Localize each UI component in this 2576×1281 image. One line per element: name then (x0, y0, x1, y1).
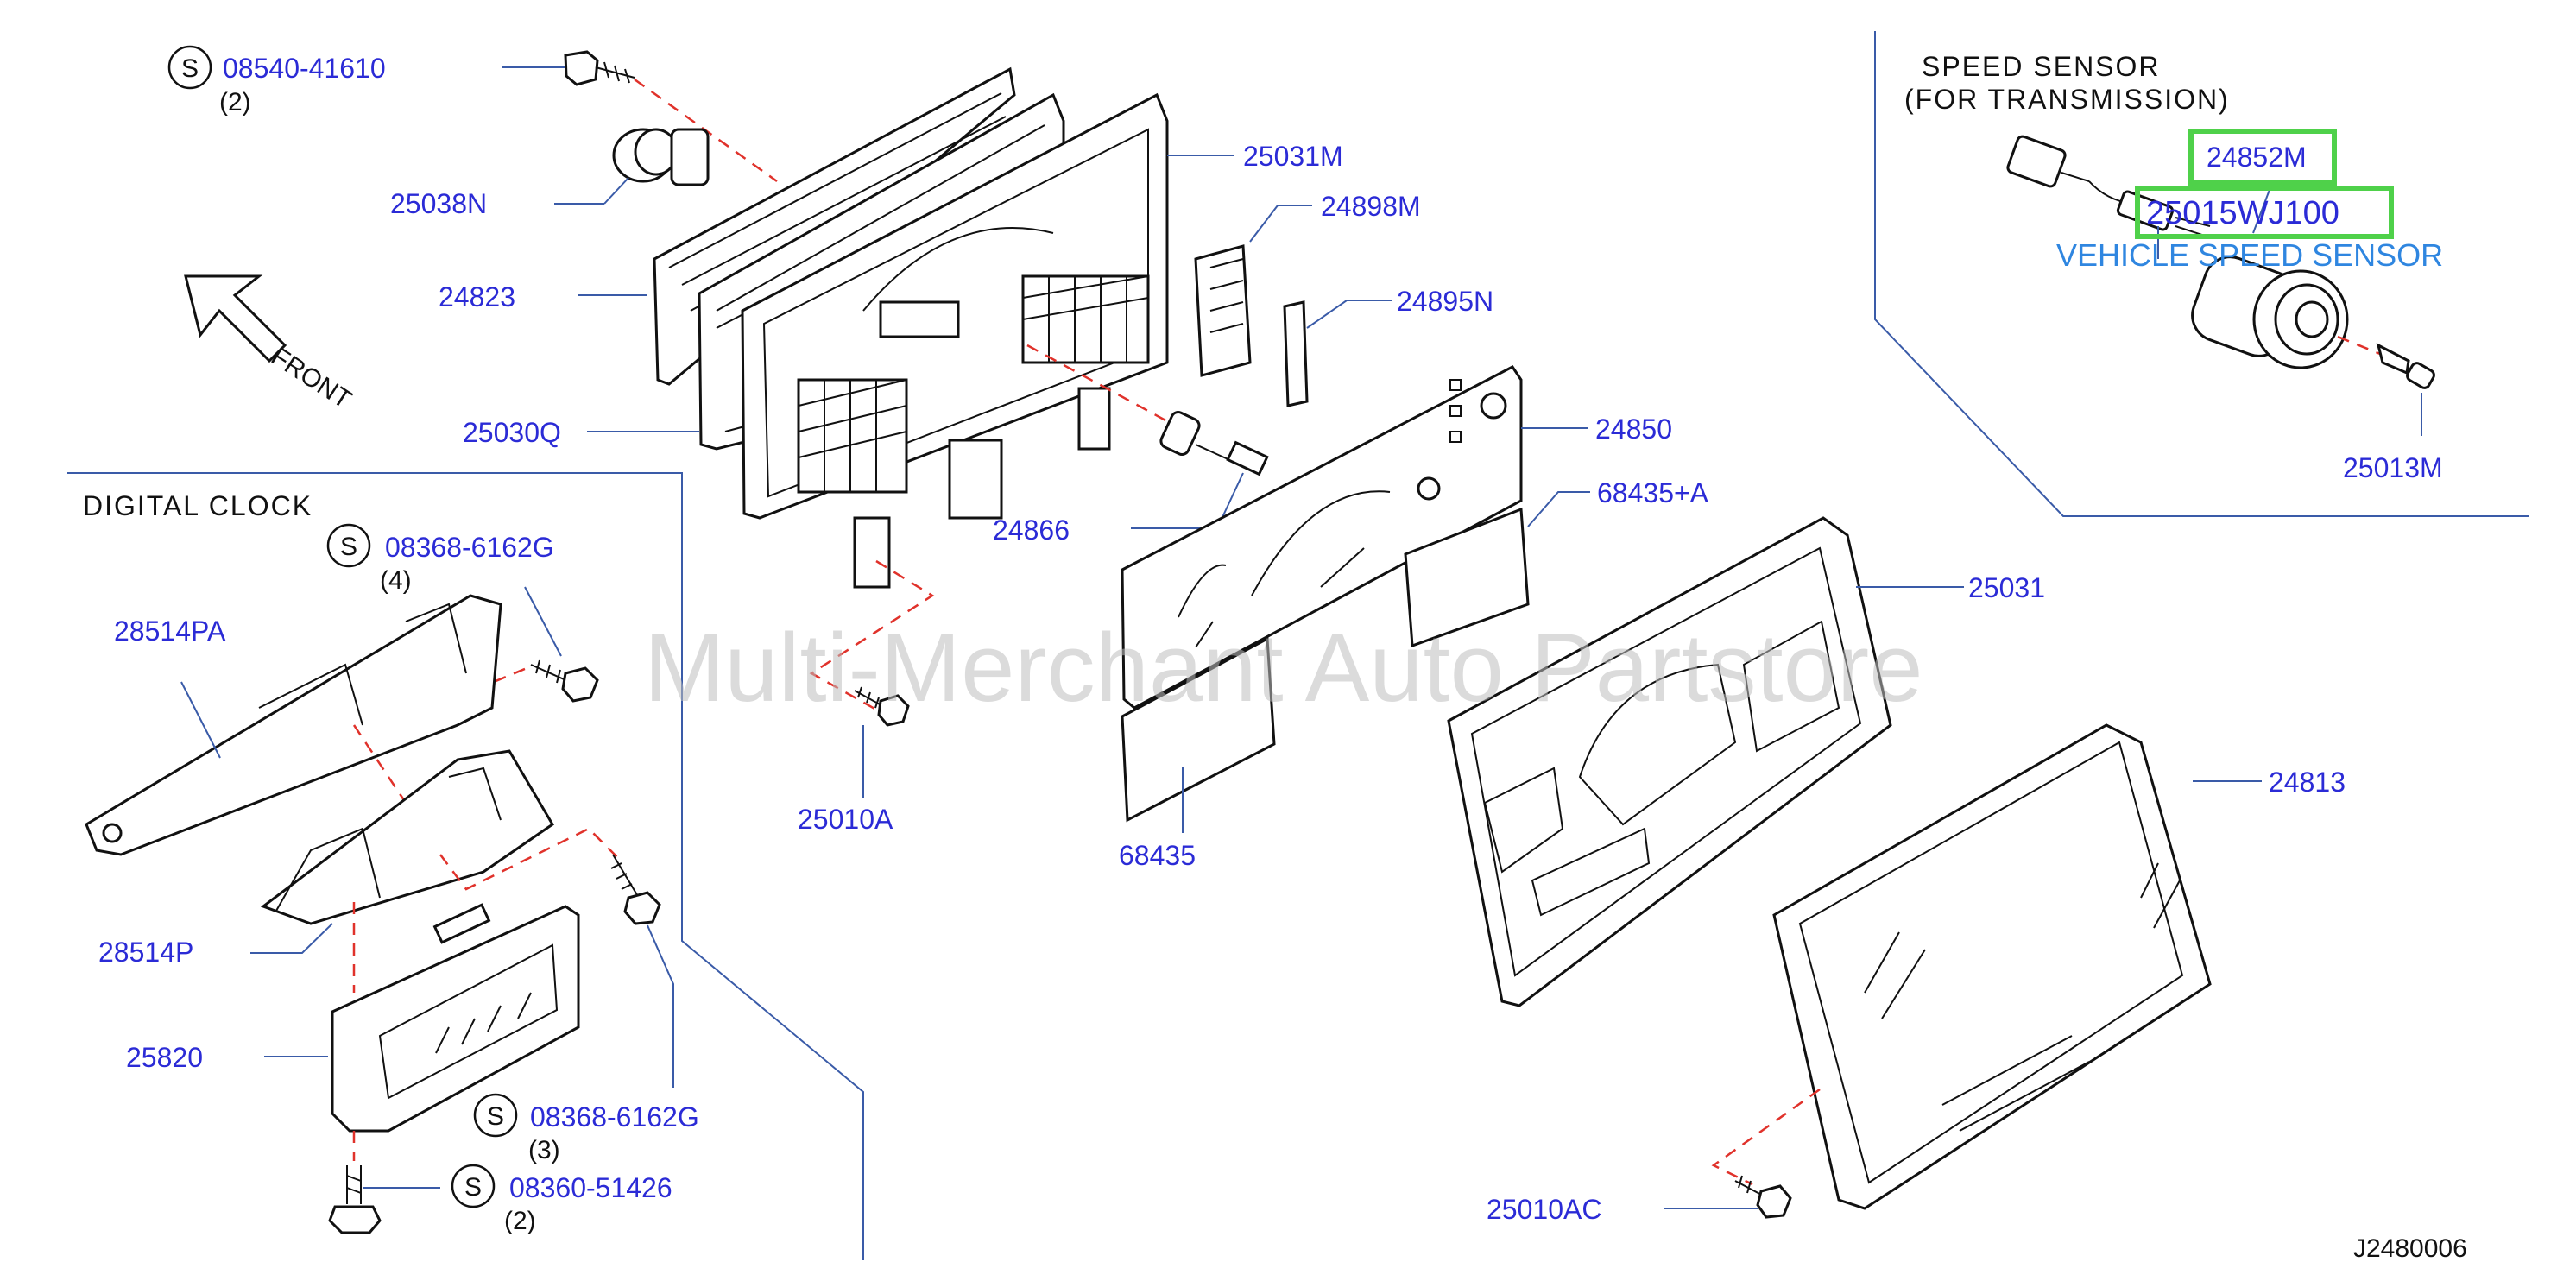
qty-label-08540: (2) (219, 88, 251, 117)
s-symbol-08360: S (451, 1164, 496, 1208)
sensor-connector-icon (2006, 135, 2175, 231)
bolt-08368-a-icon (530, 659, 599, 703)
front-arrow-icon (184, 274, 287, 363)
part-label-25820[interactable]: 25820 (126, 1042, 203, 1073)
qty-label-08360: (2) (504, 1207, 536, 1235)
part-label-08540-41610[interactable]: 08540-41610 (223, 53, 386, 84)
svg-text:S: S (340, 533, 357, 561)
part-label-25031M[interactable]: 25031M (1243, 141, 1343, 172)
qty-label-08368-b: (3) (528, 1136, 560, 1164)
part-label-28514PA[interactable]: 28514PA (114, 615, 226, 647)
part-label-24852M[interactable]: 24852M (2207, 142, 2307, 173)
svg-text:S: S (181, 54, 199, 83)
screw-25010A-icon (854, 686, 910, 727)
panel-68435 (1121, 636, 1276, 823)
highlight-25015WJ100 (2135, 186, 2394, 239)
part-label-24898M[interactable]: 24898M (1321, 191, 1421, 222)
s-symbol-08368-a: S (326, 523, 371, 568)
digital-clock-heading: DIGITAL CLOCK (83, 490, 313, 521)
sensor-section-border (1874, 31, 2529, 517)
svg-text:S: S (464, 1173, 482, 1202)
speed-gear-25013M-icon (2376, 343, 2435, 389)
part-label-08368-6162G-b[interactable]: 08368-6162G (530, 1101, 699, 1133)
part-label-08360-51426[interactable]: 08360-51426 (509, 1172, 672, 1203)
dial-plate-24850 (1121, 365, 1523, 710)
panel-68435A (1404, 507, 1530, 648)
vehicle-speed-sensor-note: VEHICLE SPEED SENSOR (2056, 237, 2443, 273)
vehicle-speed-sensor-icon (2191, 256, 2349, 369)
part-label-68435[interactable]: 68435 (1119, 840, 1196, 871)
part-label-25010A[interactable]: 25010A (798, 804, 893, 835)
bezel-25031 (1447, 516, 1892, 1007)
part-label-24813[interactable]: 24813 (2269, 767, 2346, 798)
s-symbol-08368-b: S (473, 1093, 518, 1138)
highlight-24852M (2188, 129, 2337, 186)
part-label-28514P[interactable]: 28514P (98, 937, 193, 968)
connector-24898M-icon (1194, 244, 1252, 377)
front-label: FRONT (266, 342, 357, 414)
bracket-28514P (260, 749, 555, 925)
clock-section-border (67, 472, 864, 1260)
part-label-25031[interactable]: 25031 (1968, 572, 2045, 603)
part-label-68435A[interactable]: 68435+A (1597, 477, 1709, 508)
diagram-code: J2480006 (2353, 1234, 2467, 1263)
bulb-socket-24866-icon (1159, 411, 1269, 476)
qty-label-08368-a: (4) (380, 566, 412, 595)
part-label-24850[interactable]: 24850 (1595, 413, 1672, 445)
s-symbol-08540: S (167, 45, 212, 90)
speed-sensor-heading: SPEED SENSOR (1922, 51, 2161, 82)
part-label-25013M[interactable]: 25013M (2343, 452, 2443, 483)
part-label-25010AC[interactable]: 25010AC (1487, 1194, 1601, 1225)
part-label-25038N[interactable]: 25038N (390, 188, 487, 219)
part-label-25015WJ100[interactable]: 25015WJ100 (2146, 195, 2339, 231)
bolt-08360-icon (328, 1165, 382, 1234)
bulb-24895N-icon (1283, 300, 1309, 407)
glass-24813 (1772, 723, 2212, 1210)
bolt-08368-b-icon (610, 854, 661, 925)
clock-25820 (331, 903, 580, 1133)
speed-sensor-subheading: (FOR TRANSMISSION) (1904, 84, 2230, 115)
bracket-28514PA (85, 594, 502, 856)
part-label-25030Q[interactable]: 25030Q (463, 417, 561, 448)
screw-25010AC-icon (1734, 1175, 1792, 1219)
printed-circuit-25031M (741, 92, 1169, 589)
screw-08540-icon (564, 50, 635, 86)
part-label-08368-6162G-a[interactable]: 08368-6162G (385, 532, 554, 563)
clip-25038N-icon (612, 128, 710, 186)
part-label-24895N[interactable]: 24895N (1397, 286, 1493, 317)
watermark: Multi-Merchant Auto Partstore (644, 614, 1923, 722)
svg-text:S: S (487, 1102, 504, 1131)
part-label-24823[interactable]: 24823 (439, 281, 515, 312)
part-label-24866[interactable]: 24866 (993, 514, 1070, 546)
